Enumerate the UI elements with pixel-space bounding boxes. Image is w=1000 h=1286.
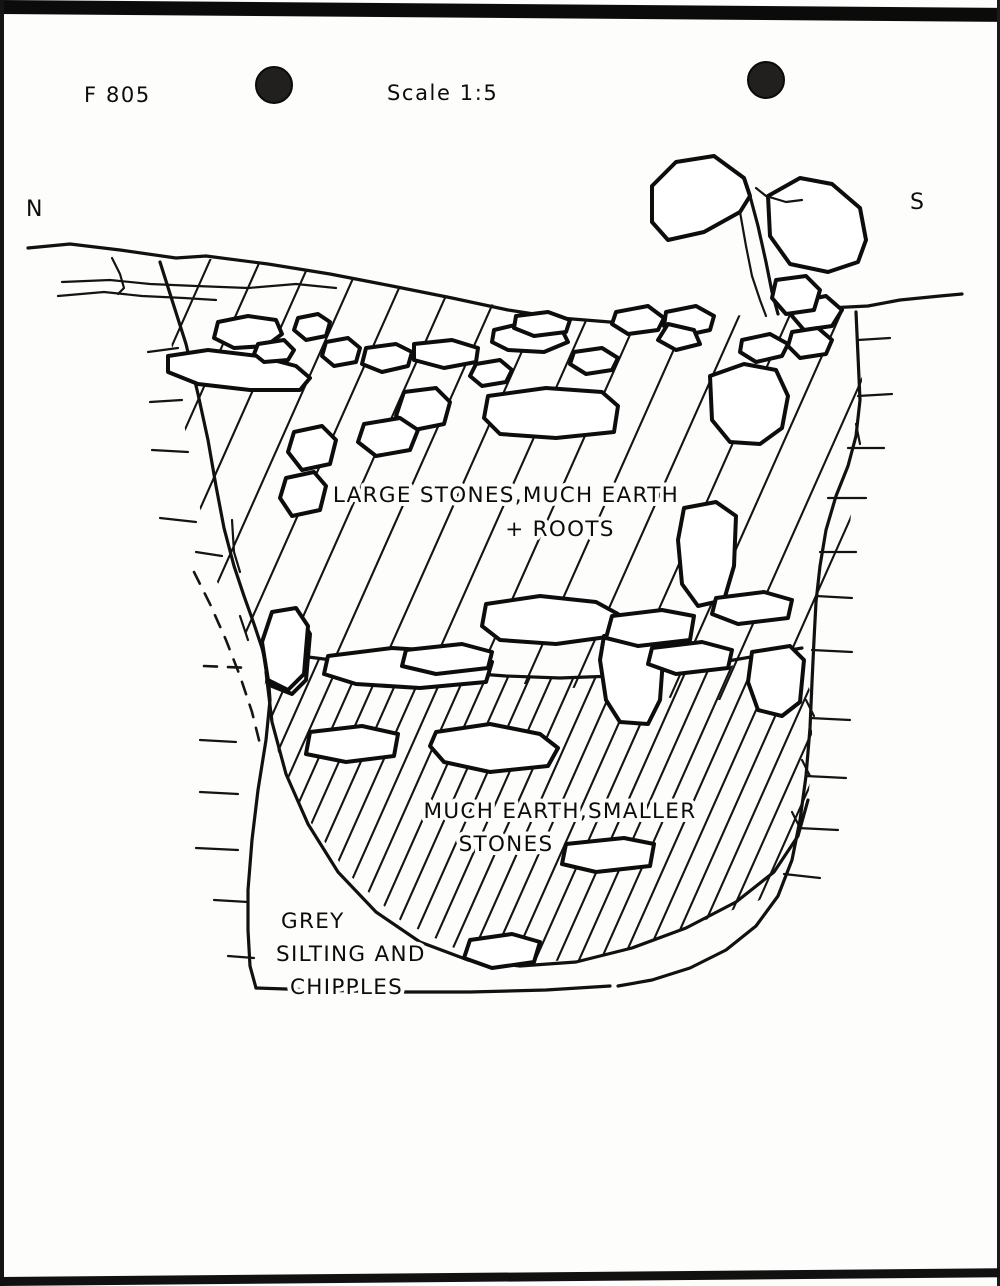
stone-u15 (786, 326, 834, 360)
stone-u10 (610, 304, 666, 336)
stone-u26-large (480, 594, 620, 646)
silting-label-line2: SILTING AND (276, 942, 426, 967)
stone-l4 (560, 836, 656, 874)
stone-u6-large (166, 348, 312, 392)
silting-label-line1: GREY (281, 909, 345, 934)
hachure-left-5 (194, 550, 224, 558)
feature-base-line (254, 984, 612, 994)
compass-north-label: N (26, 197, 43, 222)
stone-u24 (468, 358, 514, 388)
hachure-right-11 (782, 872, 822, 880)
cut-edge-left (158, 260, 272, 990)
hachure-left-2 (148, 398, 184, 404)
stone-l3-large (428, 722, 560, 774)
stone-contact-line-3 (738, 210, 768, 318)
stone-l5 (462, 932, 542, 970)
upper-fill-label-line1: LARGE STONES,MUCH EARTH (333, 483, 679, 508)
hachure-right-12 (804, 698, 816, 718)
hachure-left-6 (198, 738, 238, 744)
protruding-stone-1 (650, 154, 752, 242)
stone-u25-tall (676, 500, 738, 608)
stone-u19 (356, 416, 420, 458)
lower-fill-stones (260, 590, 806, 970)
hachure-right-7 (810, 648, 854, 654)
projected-cut-edge (192, 570, 262, 746)
hachure-left-12 (238, 614, 250, 642)
stone-u9 (568, 346, 620, 376)
hachure-left-7 (198, 790, 240, 796)
ground-line-left (26, 242, 714, 324)
hachure-right-8 (808, 716, 852, 722)
hachure-right-15 (854, 422, 862, 446)
hachure-right-9 (804, 774, 848, 780)
stone-contact-line-1 (754, 186, 804, 204)
dashed-cut-line (192, 570, 262, 746)
stone-u18 (394, 386, 452, 432)
stone-u5 (412, 338, 480, 370)
stone-u23 (252, 338, 296, 364)
hachure-right-13 (800, 758, 812, 778)
hachure-left-9 (212, 898, 250, 904)
hachure-left-8 (194, 846, 240, 852)
stone-u22 (770, 274, 822, 316)
stone-l8 (400, 642, 494, 676)
scale-label: Scale 1:5 (387, 81, 498, 105)
stone-l10 (710, 590, 794, 626)
stone-u2 (292, 312, 332, 342)
silting-label-line3: CHIPPLES (290, 975, 403, 1000)
stone-u13 (738, 332, 790, 364)
stones-above-ground (650, 154, 868, 318)
compass-south-label: S (910, 190, 924, 215)
stone-u17-large (482, 386, 620, 440)
stone-u8 (512, 310, 572, 338)
upper-fill-label-line2: + ROOTS (505, 517, 615, 542)
cut-edges (146, 260, 894, 994)
feature-id-label: F 805 (84, 83, 151, 107)
topsoil-tick (110, 256, 126, 296)
hachure-right-6 (814, 594, 854, 600)
fill-labels: LARGE STONES,MUCH EARTH + ROOTS MUCH EAR… (272, 479, 699, 1004)
stone-l7-tall (260, 606, 310, 692)
hachure-left-10 (226, 954, 256, 960)
scan-edge-right (997, 0, 1000, 1286)
hachure-right-14 (790, 810, 802, 830)
stone-u12 (656, 322, 702, 352)
hachure-right-10 (796, 826, 840, 832)
lower-fill-label-line1: MUCH EARTH,SMALLER (424, 799, 697, 824)
punch-hole-left-icon (255, 66, 293, 104)
hachure-right-1 (856, 336, 892, 342)
hachure-left-3 (150, 448, 190, 454)
hachure-left-4 (158, 516, 198, 524)
stone-l2 (304, 724, 400, 764)
stone-u3 (320, 336, 362, 368)
hachure-left-1 (146, 346, 180, 354)
stone-l9 (646, 640, 734, 676)
hachure-right-2 (856, 392, 894, 398)
stone-u16-large (708, 362, 790, 446)
cut-edge-right (616, 310, 862, 988)
scan-edge-left (0, 0, 4, 1286)
dashed-horizontal-tick (202, 664, 252, 670)
protruding-stone-2 (766, 176, 868, 274)
punch-hole-right-icon (747, 61, 785, 99)
lower-fill-label-line2: STONES (459, 832, 554, 857)
stone-l6 (604, 608, 696, 648)
topsoil-line-b (56, 290, 218, 302)
topsoil-line-a (60, 278, 338, 290)
stone-u21 (278, 470, 328, 518)
stone-u20 (286, 424, 338, 472)
hachure-left-11 (230, 518, 242, 574)
upper-fill-stones (166, 274, 844, 726)
stone-u4 (360, 342, 414, 374)
stone-l11-tall (746, 644, 806, 718)
